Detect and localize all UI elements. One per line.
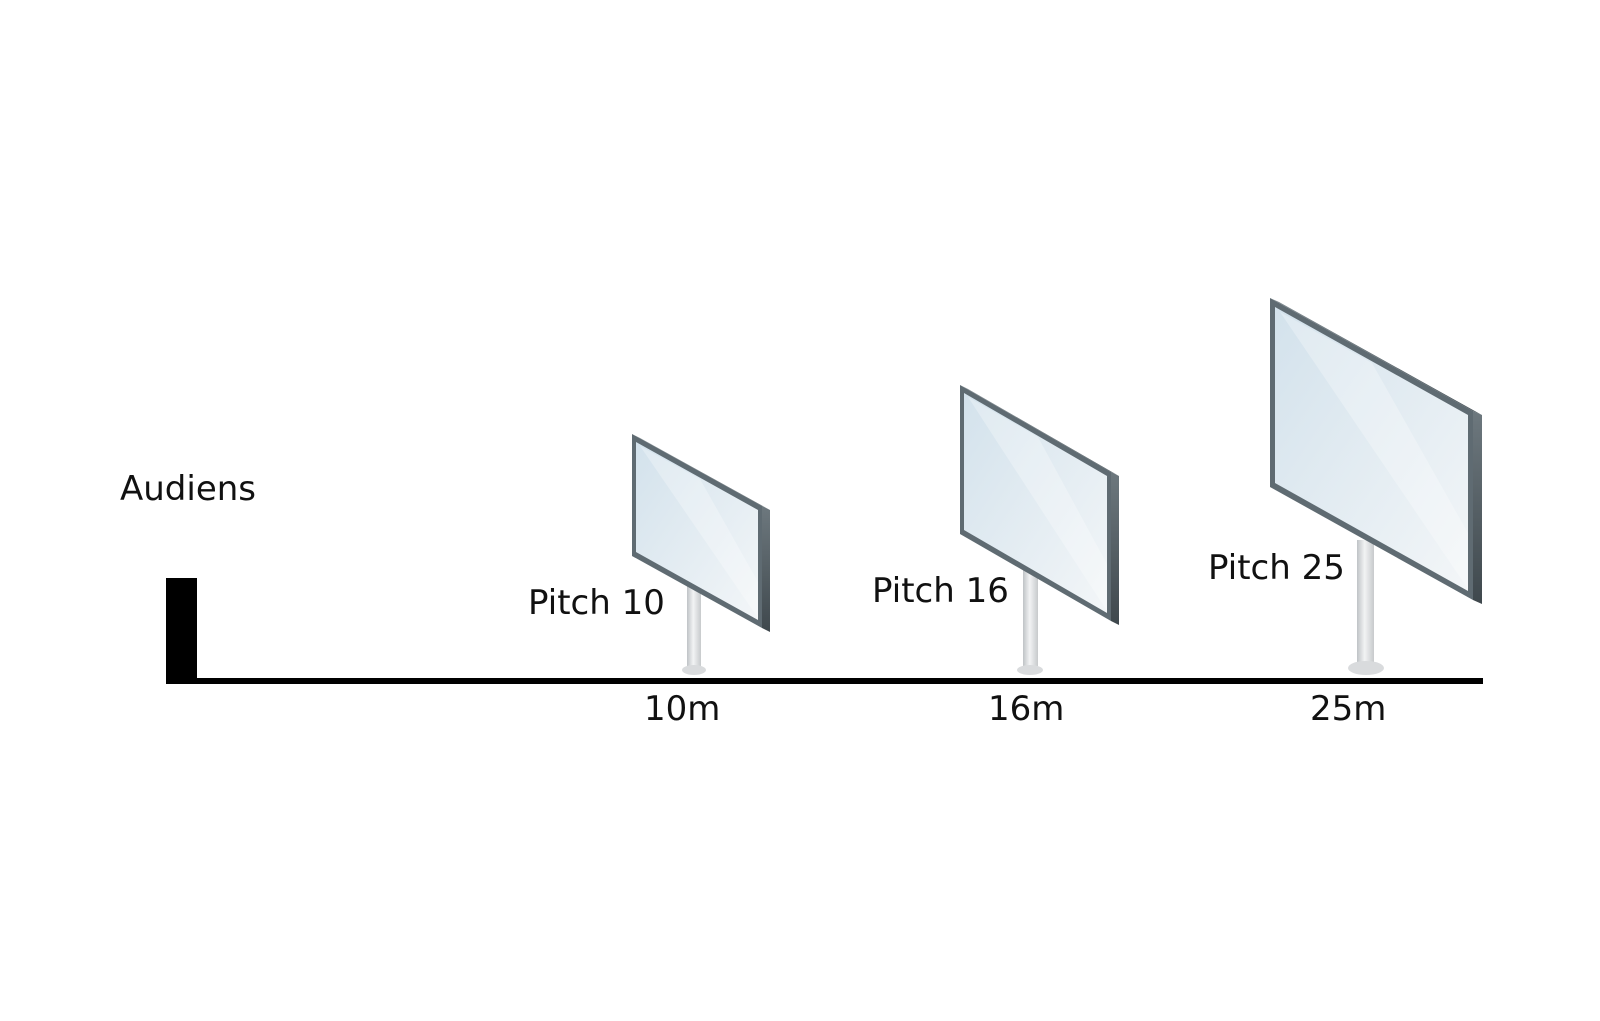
pitch-label-10: Pitch 10 bbox=[528, 583, 665, 623]
audience-label: Audiens bbox=[120, 469, 256, 509]
screen-pitch-16 bbox=[960, 385, 1119, 675]
screen-pole-base bbox=[1017, 665, 1043, 675]
screen-side-edge bbox=[1111, 472, 1119, 625]
screen-pole-base bbox=[1348, 661, 1384, 675]
screen-reflection bbox=[640, 446, 758, 618]
screen-side-edge bbox=[1473, 411, 1482, 604]
screen-pole bbox=[687, 586, 701, 666]
screen-glass bbox=[636, 442, 758, 620]
ground-line bbox=[166, 678, 1483, 684]
screen-top-edge bbox=[632, 434, 770, 510]
screen-pitch-10 bbox=[632, 434, 770, 675]
screen-glass bbox=[1275, 307, 1468, 591]
screen-pitch-25 bbox=[1270, 298, 1482, 675]
screen-side-edge bbox=[762, 506, 770, 632]
screen-pole-base bbox=[682, 665, 706, 675]
distance-label-10m: 10m bbox=[644, 689, 720, 729]
distance-label-16m: 16m bbox=[988, 689, 1064, 729]
pitch-label-16: Pitch 16 bbox=[872, 571, 1009, 611]
screen-pole bbox=[1357, 540, 1374, 664]
pitch-label-25: Pitch 25 bbox=[1208, 548, 1345, 588]
screen-glass bbox=[964, 393, 1107, 613]
screen-reflection bbox=[1280, 312, 1468, 589]
screen-pole bbox=[1023, 570, 1038, 666]
screen-reflection bbox=[968, 397, 1107, 611]
distance-label-25m: 25m bbox=[1310, 689, 1386, 729]
screen-top-edge bbox=[1270, 298, 1482, 415]
audience-marker bbox=[166, 578, 197, 682]
screen-top-edge bbox=[960, 385, 1119, 476]
